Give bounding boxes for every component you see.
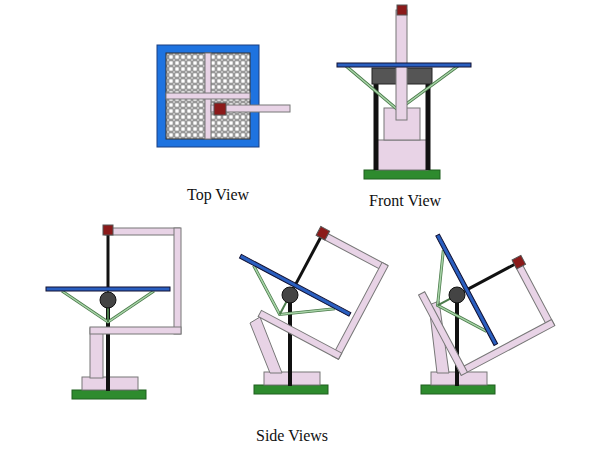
view-label: Front View — [369, 192, 441, 210]
view-label: Top View — [187, 186, 249, 204]
view-label: Side Views — [256, 427, 328, 445]
